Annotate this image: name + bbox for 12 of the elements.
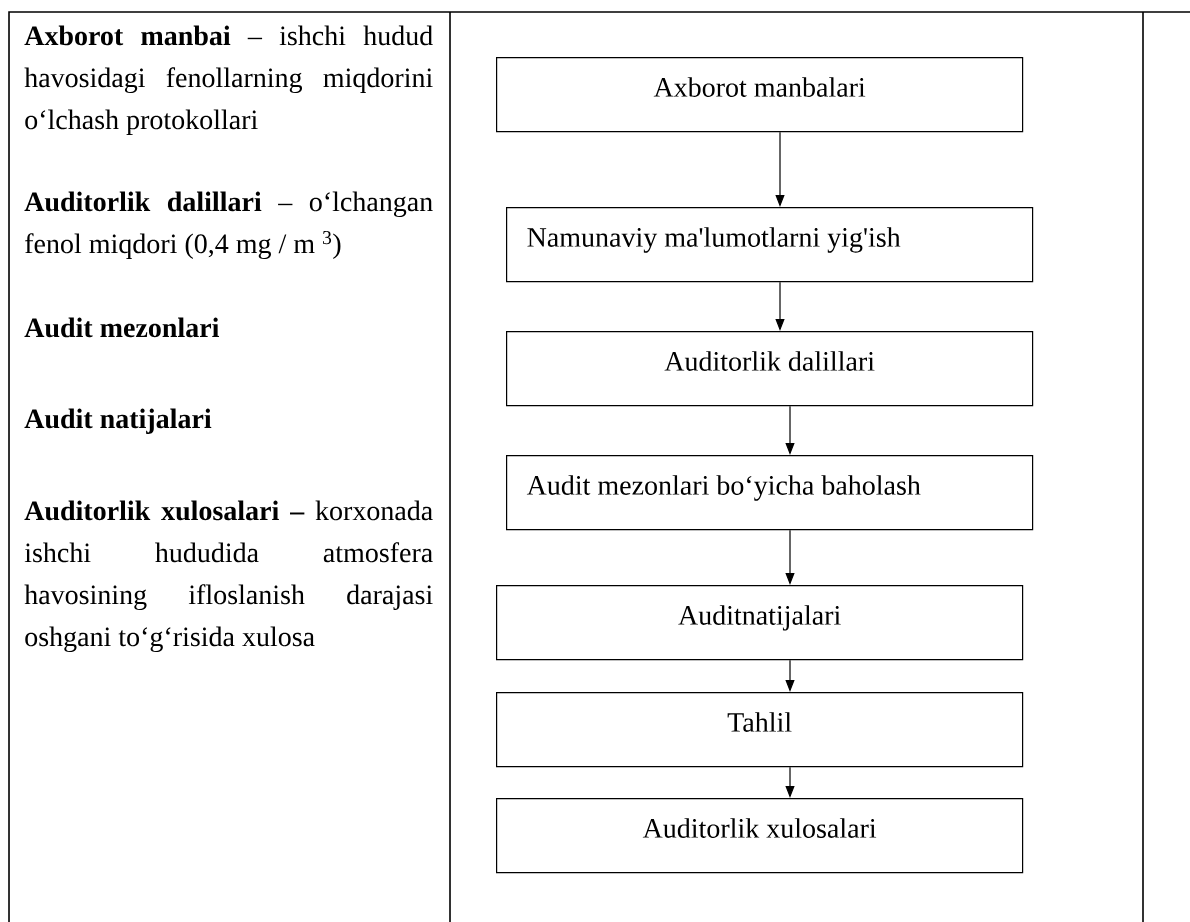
process-box: Axborot manbalari [496,57,1024,133]
definition-text: Audit mezonlari [24,317,219,338]
process-box: Tahlil [496,692,1024,768]
process-box: Auditorlik dalillari [506,331,1034,407]
definition-text: Audit natijalari [24,408,212,434]
definition-text: Auditorlik xulosalari – korxonada ishchi hududida atmosfera havosining ifloslanish darajasi oshgani to‘g‘risida xulosa [24,500,433,653]
definition-text: Axborot manbai – ishchi hudud havosidagi fenollarning miqdorini o‘lchash protokollari [24,25,433,135]
process-box: Auditorlik xulosalari [496,798,1024,874]
process-box: Auditnatijalari [496,585,1024,661]
process-box: Audit mezonlari bo‘yicha baholash [506,455,1034,531]
process-box: Namunaviy ma'lumotlarni yig'ish [506,207,1034,283]
definition-text: Auditorlik dalillari – o‘lchangan fenol miqdori (0,4 mg / m $^{3}$) [24,191,433,260]
